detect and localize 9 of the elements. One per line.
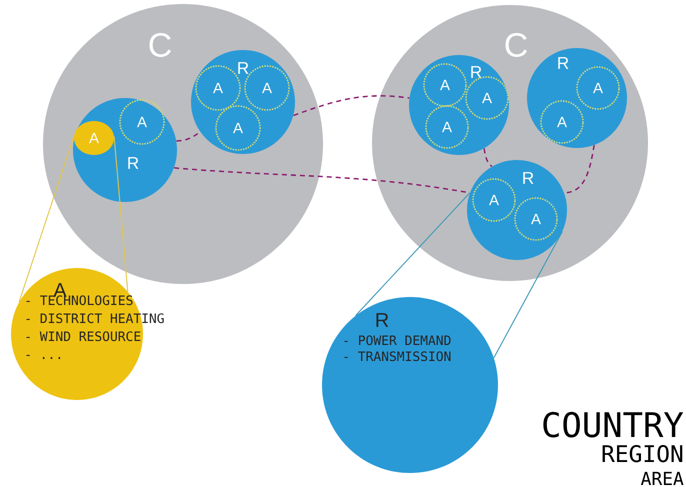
legend-text: REGION [602, 444, 682, 462]
leader-line [18, 136, 74, 302]
dashed-connector [564, 145, 595, 194]
legend-text: COUNTRY [543, 412, 684, 438]
dashed-connector [483, 148, 492, 168]
dashed-connector [293, 95, 410, 116]
dashed-connector [176, 131, 201, 142]
leader-line [355, 192, 470, 316]
legend-text: AREA [640, 472, 684, 485]
